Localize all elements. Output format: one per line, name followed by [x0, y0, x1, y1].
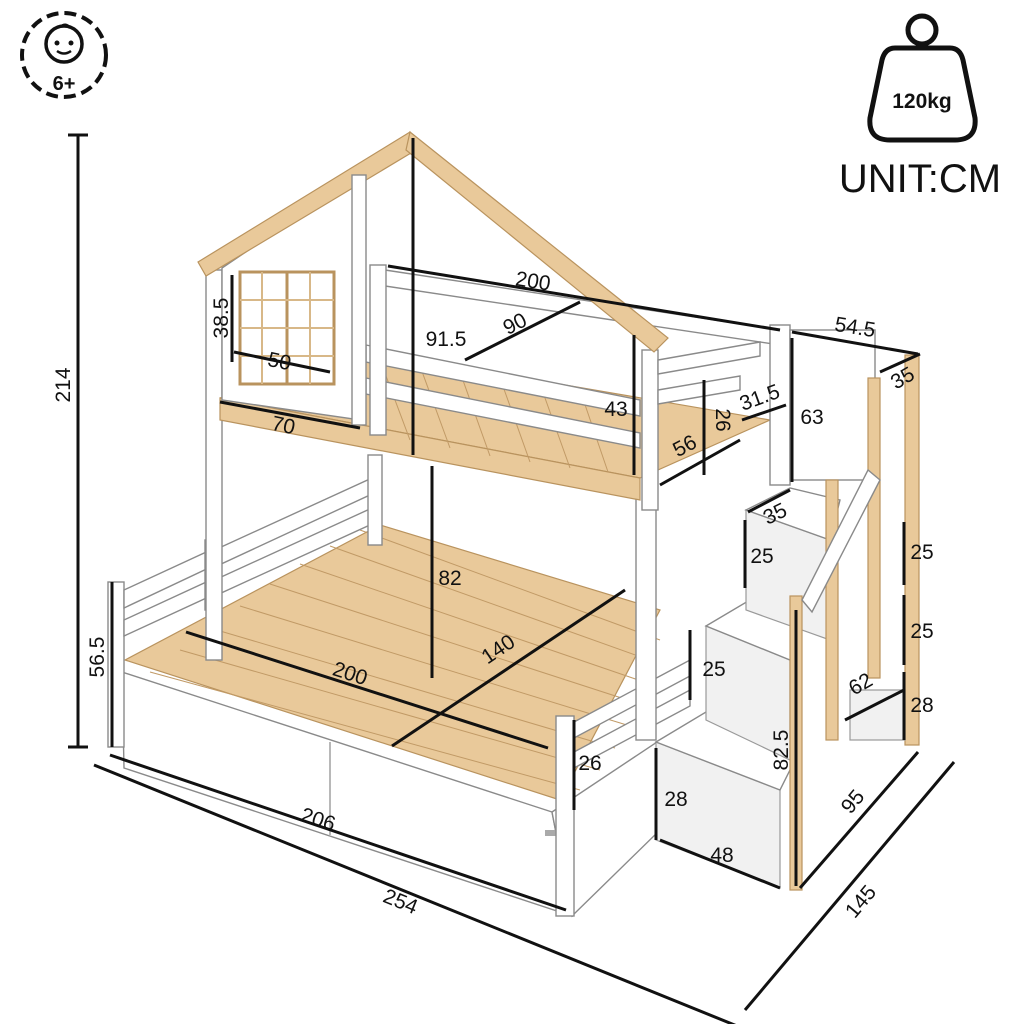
stair-height-label: 82.5: [770, 730, 793, 771]
stair-rail-height-label: 63: [800, 406, 823, 429]
bottom-step-height-2-label: 28: [664, 788, 687, 811]
step-height-2-label: 25: [910, 541, 933, 564]
bottom-step-width-label: 48: [710, 844, 733, 867]
step-height-3-label: 25: [910, 620, 933, 643]
age-badge: 6+: [20, 11, 108, 99]
age-label: 6+: [53, 73, 76, 95]
weight-icon: [867, 13, 978, 143]
top-bed-width-label: 90: [499, 309, 530, 340]
lower-slats: [149, 529, 661, 791]
total-length-label: 254: [380, 885, 421, 920]
window-width-label: 50: [266, 348, 294, 375]
unit-label: UNIT:CM: [839, 157, 1001, 201]
window: [238, 270, 336, 386]
bottom-bed-height-label: 56.5: [86, 637, 109, 678]
step-height-1-label: 25: [750, 545, 773, 568]
upper-bed-front-beam: [219, 397, 641, 501]
top-bed-length-label: 200: [514, 267, 552, 295]
baby-face-icon: [44, 23, 84, 64]
lower-bed-platform: [123, 524, 661, 801]
total-height-label: 214: [52, 367, 75, 402]
max-load-label: 120kg: [892, 90, 952, 113]
staircase: [654, 329, 920, 891]
step-height-4-label: 25: [702, 658, 725, 681]
roof-height-label: 91.5: [426, 328, 467, 351]
upper-guard: [365, 264, 791, 511]
roof-ledge-width-label: 70: [270, 412, 298, 439]
dimension-lines: [68, 133, 956, 1024]
lower-right-guard: [555, 469, 691, 917]
drawer-handle: [545, 830, 557, 836]
weight-badge: 120kg: [867, 13, 978, 143]
top-guard-height-label: 43: [604, 398, 627, 421]
stair-handrail: [801, 468, 881, 614]
window-height-label: 38.5: [210, 298, 233, 339]
lower-clearance-label: 82: [438, 567, 461, 590]
bottom-step-height-label: 28: [910, 694, 933, 717]
top-rail-height-label: 26: [711, 408, 734, 431]
bottom-side-height-label: 26: [578, 752, 601, 775]
